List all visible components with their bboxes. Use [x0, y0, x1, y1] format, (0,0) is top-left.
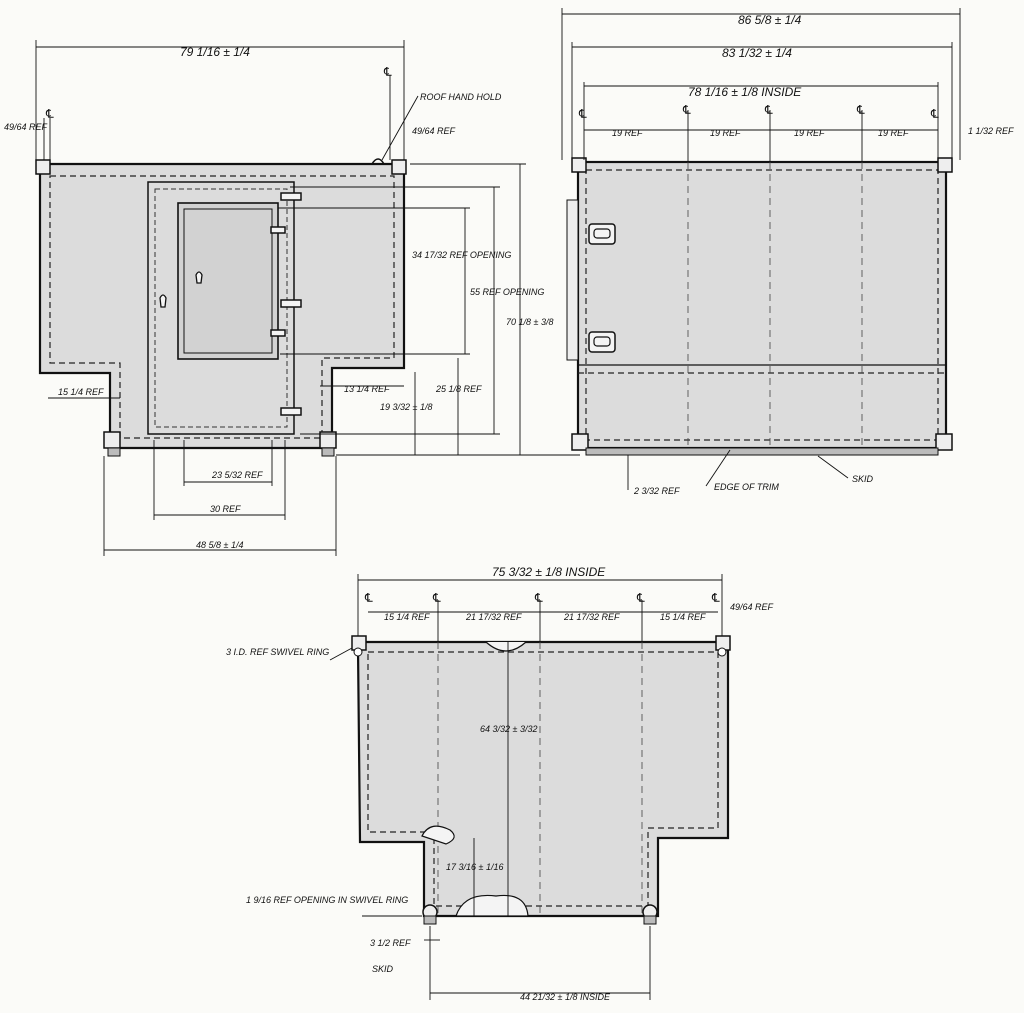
cutout — [421, 825, 455, 845]
plan-skid-offset-label: 3 1/2 REF — [370, 938, 411, 948]
end-skid-label: SKID — [852, 474, 874, 484]
corner-fitting — [103, 431, 121, 449]
swivel-ring — [717, 647, 727, 657]
centerline-symbol: ℄ — [364, 591, 373, 605]
end-view-body — [576, 160, 948, 450]
step-height-label: 25 1/8 REF — [435, 384, 482, 394]
skid — [643, 915, 657, 925]
hinge — [280, 192, 302, 201]
latch — [588, 223, 616, 245]
side-left-offset-label: 49/64 REF — [4, 122, 48, 132]
hinge — [270, 226, 286, 234]
base-width-label: 48 5/8 ± 1/4 — [196, 540, 243, 550]
door-handle — [195, 271, 203, 284]
end-view: 86 5/8 ± 1/4 83 1/32 ± 1/4 78 1/16 ± 1/8… — [561, 8, 1014, 496]
corner-fitting — [35, 159, 51, 175]
step-left-label: 15 1/4 REF — [58, 387, 104, 397]
door-frame-inner — [154, 188, 288, 428]
end-right-offset-label: 1 1/32 REF — [968, 126, 1014, 136]
sill-height-label: 19 3/32 ± 1/8 — [380, 402, 432, 412]
end-view-inner-dashes — [585, 169, 939, 441]
swivel-ring-label: 3 I.D. REF SWIVEL RING — [226, 647, 329, 657]
centerline-symbol: ℄ — [764, 103, 773, 117]
hinge — [280, 299, 302, 308]
end-spacing-label: 19 REF — [794, 128, 825, 138]
side-view-inner-dashes — [49, 175, 395, 439]
skid — [423, 915, 437, 925]
centerline-symbol: ℄ — [682, 103, 691, 117]
edge-of-trim-label: EDGE OF TRIM — [714, 482, 779, 492]
centerline-symbol: ℄ — [432, 591, 441, 605]
centerline-symbol: ℄ — [930, 107, 939, 121]
end-skid-offset-label: 2 3/32 REF — [633, 486, 680, 496]
corner-fitting — [319, 431, 337, 449]
hinge — [270, 329, 286, 337]
latch-grip — [593, 228, 611, 239]
plan-view-body — [356, 640, 730, 918]
door-width-label: 23 5/32 REF — [211, 470, 263, 480]
end-spacing-label: 19 REF — [612, 128, 643, 138]
end-spacing-label: 19 REF — [710, 128, 741, 138]
roof-handhold — [371, 158, 385, 165]
side-view: 79 1/16 ± 1/4 ℄ 49/64 REF ℄ 49/64 REF RO… — [4, 40, 580, 556]
plan-bottom-width-label: 44 21/32 ± 1/8 INSIDE — [520, 992, 611, 1002]
skid — [321, 447, 335, 457]
plan-depth-label: 64 3/32 ± 3/32 — [480, 724, 538, 734]
plan-right-offset-label: 49/64 REF — [730, 602, 774, 612]
side-overall-length-label: 79 1/16 ± 1/4 — [180, 45, 250, 59]
step-right-label: 13 1/4 REF — [344, 384, 390, 394]
frame-height-label: 55 REF OPENING — [470, 287, 544, 297]
plan-spacing-label: 15 1/4 REF — [384, 612, 430, 622]
plan-step-depth-label: 17 3/16 ± 1/16 — [446, 862, 504, 872]
plan-spacing-label: 21 17/32 REF — [465, 612, 522, 622]
door-frame — [147, 181, 295, 435]
skid — [585, 447, 939, 456]
plan-spacing-label: 21 17/32 REF — [563, 612, 620, 622]
latch — [588, 331, 616, 353]
corner-fitting — [391, 159, 407, 175]
skid — [107, 447, 121, 457]
end-width-2-label: 83 1/32 ± 1/4 — [722, 46, 792, 60]
centerline-symbol: ℄ — [636, 591, 645, 605]
centerline-symbol: ℄ — [383, 65, 392, 79]
centerline-symbol: ℄ — [856, 103, 865, 117]
corner-fitting — [571, 157, 587, 173]
corner-fitting — [571, 433, 589, 451]
plan-inside-width-label: 75 3/32 ± 1/8 INSIDE — [492, 565, 606, 579]
end-spacing-label: 19 REF — [878, 128, 909, 138]
centerline-symbol: ℄ — [534, 591, 543, 605]
hinge — [280, 407, 302, 416]
centerline-symbol: ℄ — [711, 591, 720, 605]
corner-fitting — [935, 433, 953, 451]
frame-handle — [159, 294, 167, 308]
end-overall-width-label: 86 5/8 ± 1/4 — [738, 13, 802, 27]
centerline-symbol: ℄ — [578, 107, 587, 121]
plan-skid-label: SKID — [372, 964, 394, 974]
opening-label: 1 9/16 REF OPENING IN SWIVEL RING — [246, 895, 408, 905]
centerline-symbol: ℄ — [45, 107, 54, 121]
frame-width-label: 30 REF — [210, 504, 241, 514]
plan-view: 75 3/32 ± 1/8 INSIDE ℄ ℄ ℄ ℄ ℄ 15 1/4 RE… — [226, 565, 774, 1002]
side-rail — [566, 199, 579, 361]
corner-fitting — [937, 157, 953, 173]
door-height-label: 34 17/32 REF OPENING — [412, 250, 511, 260]
small-door-inner — [183, 208, 273, 354]
cutout — [485, 641, 527, 652]
small-door — [177, 202, 279, 360]
roof-handhold-label: ROOF HAND HOLD — [420, 92, 502, 102]
side-right-offset-label: 49/64 REF — [412, 126, 456, 136]
latch-grip — [593, 336, 611, 347]
end-inside-width-label: 78 1/16 ± 1/8 INSIDE — [688, 85, 802, 99]
swivel-ring — [353, 647, 363, 657]
plan-spacing-label: 15 1/4 REF — [660, 612, 706, 622]
overall-height-label: 70 1/8 ± 3/8 — [506, 317, 553, 327]
